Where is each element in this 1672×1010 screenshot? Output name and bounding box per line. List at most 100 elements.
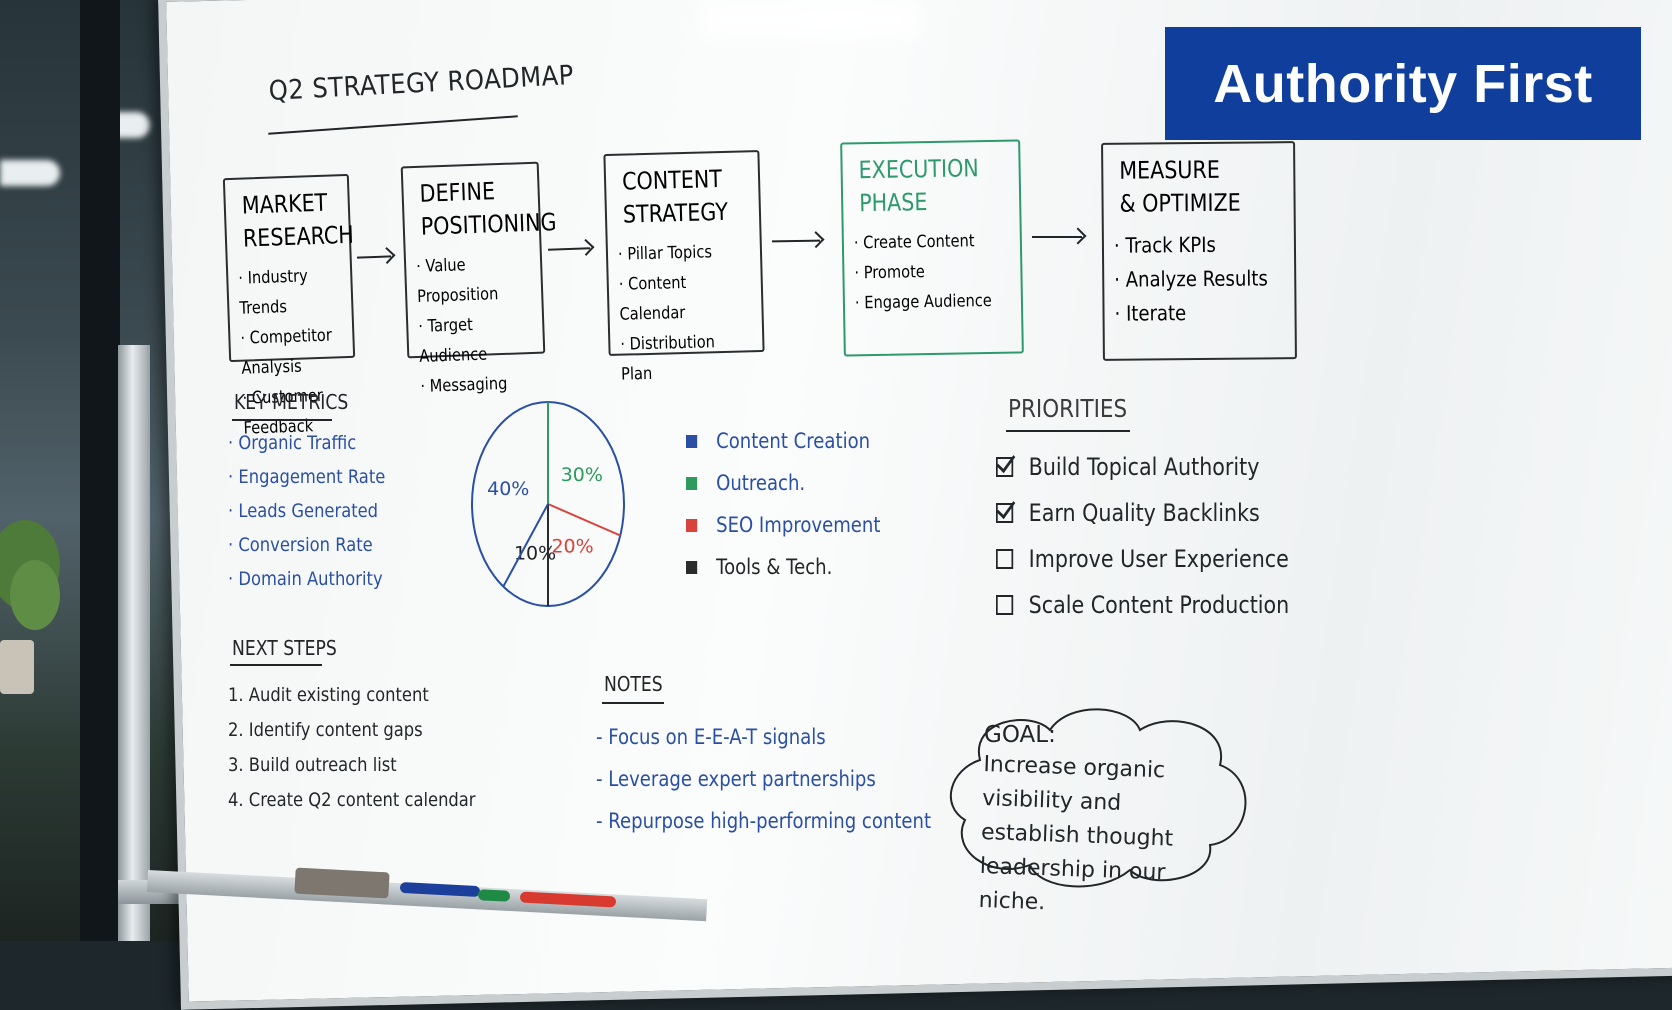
notes-list: Focus on E-E-A-T signals Leverage expert… [596,716,986,842]
key-metrics-title: KEY METRICS [234,390,349,414]
box-title: MARKET [241,188,328,220]
list-item: Repurpose high-performing content [596,800,931,842]
checkbox-unchecked-icon [996,549,1014,569]
goal-cloud-outline [949,708,1247,888]
box-items: Industry Trends Competitor Analysis Cust… [238,260,356,444]
legend-label: Tools & Tech. [716,555,833,579]
list-item: Pillar Topics [618,237,741,270]
section-underline [602,702,664,704]
list-item: Target Audience [418,308,527,372]
box-title: STRATEGY [622,197,729,229]
box-title: EXECUTION [858,154,979,185]
goal-box: GOAL: Increase organic visibility and es… [978,722,1224,918]
list-item: Messaging [420,368,528,402]
priority-label: Scale Content Production [1028,591,1290,619]
legend-item: Content Creation [686,420,880,462]
box-title: CONTENT [621,164,723,196]
list-item: Value Proposition [416,248,525,312]
roadmap-box-define-positioning: DEFINE POSITIONING Value Proposition Tar… [400,161,558,397]
priority-item: Improve User Experience [996,536,1289,582]
green-marker [477,889,511,902]
legend-swatch [686,434,698,448]
priority-item: Scale Content Production [996,582,1289,628]
priorities-list: Build Topical Authority Earn Quality Bac… [996,444,1337,628]
roadmap-box-measure-optimize: MEASURE & OPTIMIZE Track KPIs Analyze Re… [1101,141,1297,361]
list-item: Engage Audience [855,286,998,318]
goal-text: Increase organic visibility and establis… [978,751,1174,916]
list-item: Competitor Analysis [240,320,338,383]
legend-item: SEO Improvement [686,504,880,546]
list-item: Analyze Results [1114,261,1269,296]
key-metrics-list: Organic Traffic Engagement Rate Leads Ge… [228,426,411,596]
box-items: Track KPIs Analyze Results Iterate [1114,227,1295,331]
checkbox-unchecked-icon [996,595,1014,615]
roadmap-box-execution-phase: EXECUTION PHASE Create Content Promote E… [840,139,1024,357]
eraser [294,867,390,899]
list-item: Engagement Rate [228,460,385,494]
list-item: Create Content [854,226,997,258]
priority-label: Build Topical Authority [1028,453,1260,481]
pie-slice-label: 30% [561,464,603,486]
list-item: Conversion Rate [228,528,385,562]
light-glare [700,0,920,40]
box-title: RESEARCH [242,220,355,253]
ceiling-light [0,160,60,186]
box-title: DEFINE [419,177,496,208]
legend-label: SEO Improvement [716,513,881,537]
box-title: PHASE [858,188,928,218]
priority-item: Build Topical Authority [996,444,1289,490]
legend-swatch [686,560,698,574]
legend-swatch [686,476,698,490]
box-items: Create Content Promote Engage Audience [854,225,1022,318]
legend-label: Content Creation [716,429,871,453]
list-item: 2. Identify content gaps [228,719,423,741]
priority-item: Earn Quality Backlinks [996,490,1289,536]
checkbox-checked-icon [996,457,1014,477]
box-title: & OPTIMIZE [1119,188,1241,218]
roadmap-box-content-strategy: CONTENT STRATEGY Pillar Topics Content C… [603,149,765,385]
list-item: 3. Build outreach list [228,754,397,776]
roadmap-box-market-research: MARKET RESEARCH Industry Trends Competit… [222,173,356,439]
list-item: Iterate [1114,295,1269,330]
plant-pot [0,640,34,694]
list-item: Leads Generated [228,494,385,528]
list-item: Content Calendar [618,267,742,330]
pie-slice-divider [547,503,621,537]
checkbox-checked-icon [996,503,1014,523]
plant [10,560,60,630]
priorities-title: PRIORITIES [1008,394,1128,423]
legend-item: Outreach. [686,462,880,504]
pie-chart: 30%20%10%40% [471,401,625,607]
section-underline [232,419,332,421]
pie-slice-divider [502,503,549,587]
legend-item: Tools & Tech. [686,546,880,588]
banner-text: Authority First [1213,53,1593,114]
list-item: Focus on E-E-A-T signals [596,716,931,758]
box-title: MEASURE [1119,155,1220,185]
list-item: 1. Audit existing content [228,684,429,706]
box-items: Pillar Topics Content Calendar Distribut… [618,236,764,390]
priority-label: Earn Quality Backlinks [1028,499,1260,527]
box-title: POSITIONING [420,208,558,241]
list-item: Organic Traffic [228,426,385,460]
list-item: Leverage expert partnerships [596,758,931,800]
next-steps-list: 1. Audit existing content 2. Identify co… [228,678,516,818]
next-steps-title: NEXT STEPS [232,636,337,660]
list-item: Industry Trends [238,260,336,323]
arrow-icon [771,239,821,243]
notes-title: NOTES [604,672,663,696]
pie-slice-label: 20% [551,535,593,557]
list-item: Distribution Plan [620,327,744,390]
arrow-icon [1032,236,1082,238]
section-underline [1006,430,1130,432]
pie-legend: Content Creation Outreach. SEO Improveme… [686,420,912,588]
section-underline [230,664,322,666]
title-banner: Authority First [1165,27,1641,140]
box-items: Value Proposition Target Audience Messag… [416,248,545,402]
list-item: Track KPIs [1114,227,1269,262]
priority-label: Improve User Experience [1028,545,1289,573]
pie-slice-label: 40% [487,478,529,500]
window-frame [80,0,120,941]
list-item: Promote [854,256,997,288]
legend-label: Outreach. [716,471,806,495]
